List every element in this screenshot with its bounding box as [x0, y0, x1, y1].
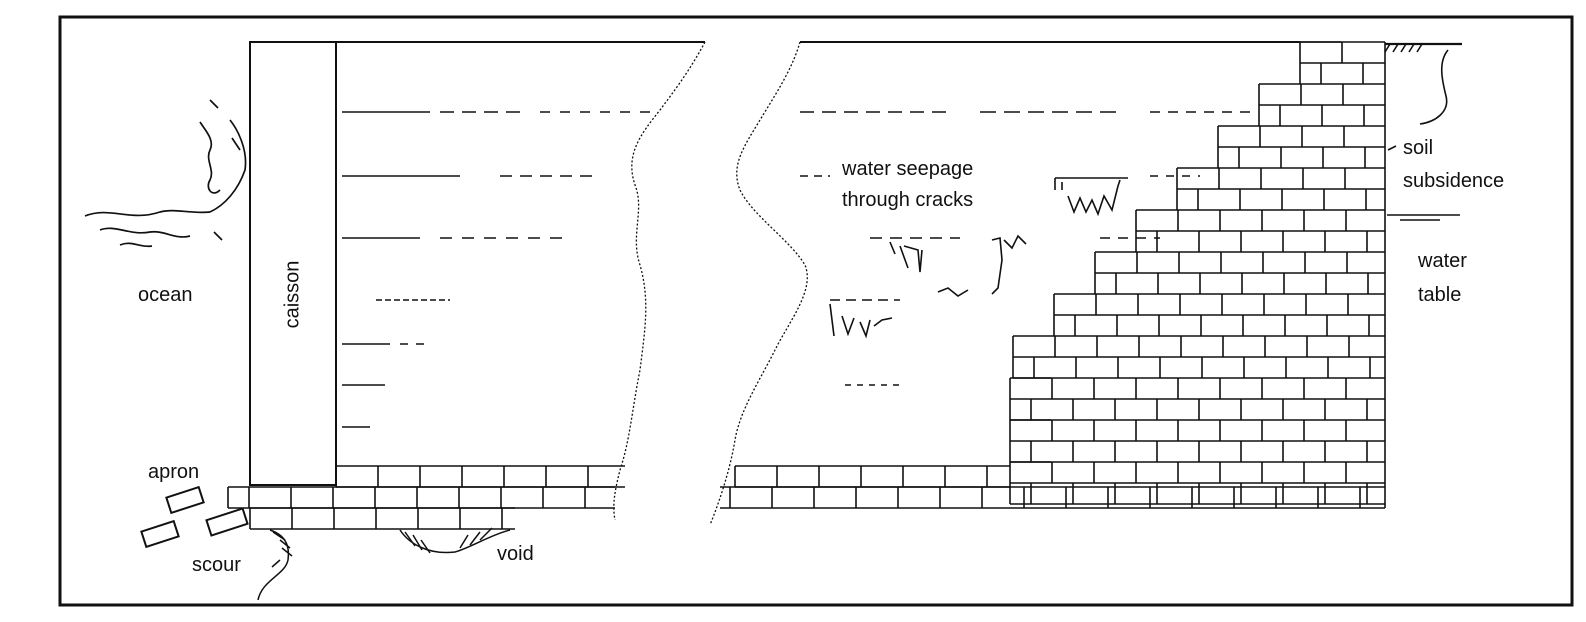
water-table-label-line1: water — [1418, 250, 1467, 272]
fill-dash-lines-left — [342, 111, 650, 428]
apron-block — [140, 519, 180, 549]
ocean-waves — [84, 99, 247, 248]
break-line-left — [613, 41, 706, 521]
seepage-label-line1: water seepage — [842, 158, 974, 180]
caisson-label: caisson — [281, 260, 304, 329]
brick-courses — [140, 41, 1386, 549]
scour-label: scour — [192, 554, 241, 576]
ocean-label: ocean — [138, 284, 193, 306]
void-scour-hatching — [257, 527, 511, 601]
apron-label: apron — [148, 461, 200, 483]
fill-dash-lines-right — [800, 111, 1250, 386]
seepage-label-line2: through cracks — [842, 189, 974, 211]
soil-label-line2: subsidence — [1403, 170, 1505, 192]
break-line-right — [709, 41, 808, 526]
frame-border — [58, 15, 1574, 607]
seepage-marks — [829, 177, 1128, 339]
void-label: void — [497, 543, 534, 565]
ground-and-water-table — [1384, 42, 1462, 221]
apron-block — [165, 485, 205, 515]
caisson-body — [249, 41, 337, 486]
water-table-label-line2: table — [1418, 284, 1462, 306]
apron-block — [205, 507, 249, 537]
soil-label-line1: soil — [1403, 137, 1434, 159]
